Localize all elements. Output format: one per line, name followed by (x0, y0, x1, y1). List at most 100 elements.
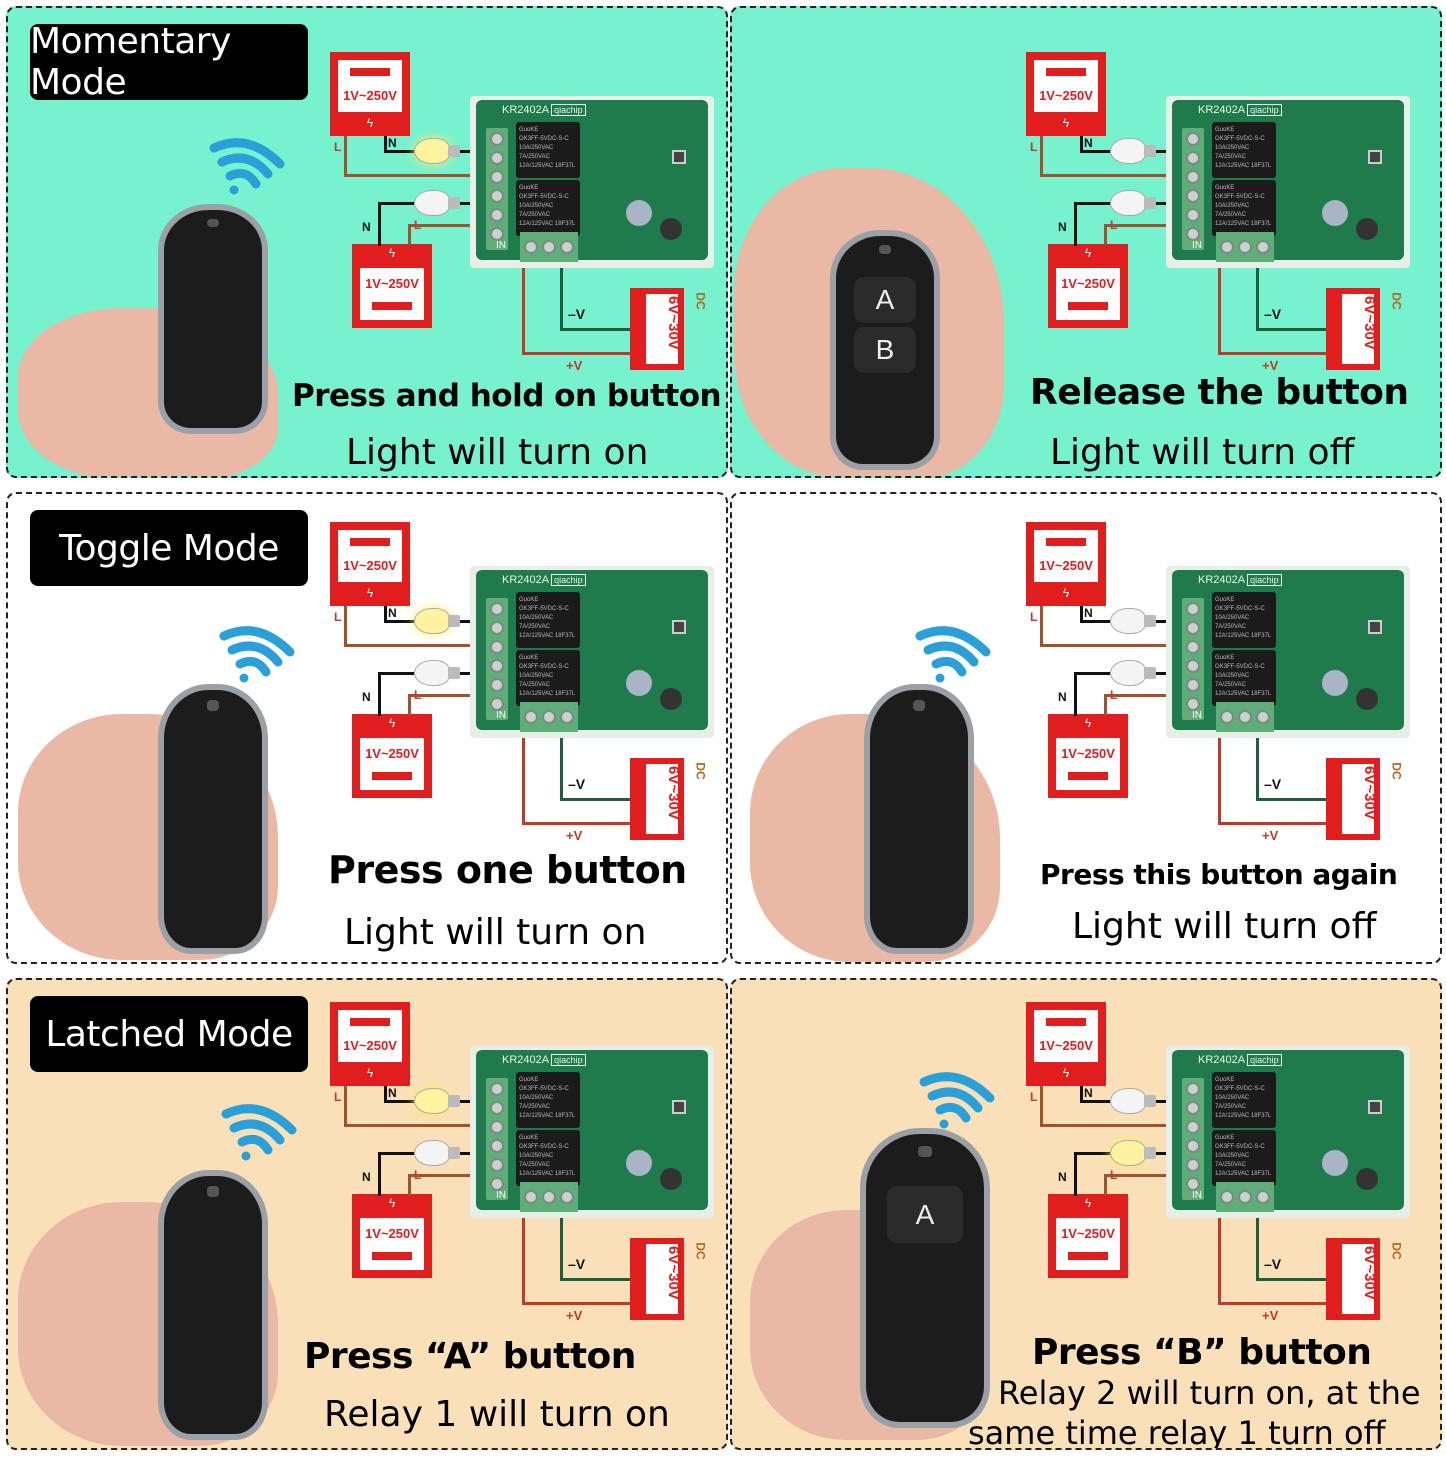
wiring-diagram: 1V~250V ϟ ϟ 1V~250V L N (330, 52, 726, 373)
lightning-icon: ϟ (388, 716, 396, 730)
dc-supply: 6V~30V (1326, 758, 1380, 840)
light-bulb-1-icon (414, 608, 450, 634)
dc-supply: 6V~30V (630, 1238, 684, 1320)
wifi-signal-icon (218, 614, 298, 684)
remote-control-photo (158, 684, 268, 954)
remote-control-photo (158, 1170, 268, 1440)
lightning-icon: ϟ (1062, 586, 1070, 600)
wiring-diagram: 1V~250V ϟ ϟ 1V~250V L N (1026, 1002, 1426, 1323)
ac-supply-1: 1V~250V ϟ (330, 1002, 410, 1086)
light-bulb-2-icon (1110, 660, 1146, 686)
light-bulb-1-icon (1110, 138, 1146, 164)
mode-panel-toggle-press: Toggle Mode 1V~250V ϟ ϟ 1V~250V (6, 492, 728, 964)
ac-supply-1: 1V~250V ϟ (1026, 52, 1106, 136)
remote-led-icon (207, 218, 219, 228)
lightning-icon: ϟ (1084, 1196, 1092, 1210)
instruction-headline: Press and hold on button (292, 378, 722, 414)
mode-title: Latched Mode (30, 996, 308, 1072)
instruction-headline: Press “B” button (1032, 1332, 1372, 1373)
wiring-diagram: 1V~250V ϟ ϟ 1V~250V L N (1026, 52, 1426, 373)
instruction-result-line2: same time relay 1 turn off (968, 1414, 1386, 1450)
light-bulb-1-icon (1110, 1088, 1146, 1114)
remote-control-photo (158, 204, 268, 434)
power-input-terminal (1216, 232, 1274, 262)
mode-panel-latched-b: A 1V~250V ϟ ϟ 1V~250V (730, 978, 1442, 1450)
remote-led-icon (917, 1145, 933, 1158)
lightning-icon: ϟ (366, 116, 374, 130)
wifi-signal-icon (918, 1060, 998, 1130)
mode-title: Toggle Mode (30, 510, 308, 586)
instruction-result: Light will turn off (1050, 432, 1355, 473)
remote-control-photo: A (860, 1128, 990, 1428)
output-terminal-block (486, 1078, 508, 1200)
ac-supply-2: ϟ 1V~250V (1048, 244, 1128, 328)
wifi-signal-icon (914, 614, 994, 684)
ac-supply-1: 1V~250V ϟ (330, 52, 410, 136)
ac-supply-2: ϟ 1V~250V (352, 244, 432, 328)
lightning-icon: ϟ (1062, 116, 1070, 130)
dc-supply: 6V~30V (630, 758, 684, 840)
output-terminal-block (486, 598, 508, 720)
wiring-diagram: 1V~250V ϟ ϟ 1V~250V L N (330, 1002, 726, 1323)
lightning-icon: ϟ (366, 1066, 374, 1080)
power-input-terminal (1216, 702, 1274, 732)
ac-supply-2: ϟ 1V~250V (1048, 714, 1128, 798)
output-terminal-block (1182, 598, 1204, 720)
mode-title: Momentary Mode (30, 21, 308, 103)
power-input-terminal (520, 232, 578, 262)
lightning-icon: ϟ (388, 246, 396, 260)
instruction-result: Relay 2 will turn on, at the (998, 1374, 1421, 1412)
light-bulb-1-icon (414, 138, 450, 164)
lightning-icon: ϟ (366, 586, 374, 600)
wiring-diagram: 1V~250V ϟ ϟ 1V~250V L N (330, 522, 726, 843)
dc-supply: 6V~30V (630, 288, 684, 370)
light-bulb-2-icon (1110, 190, 1146, 216)
dc-supply: 6V~30V (1326, 1238, 1380, 1320)
lightning-icon: ϟ (1084, 246, 1092, 260)
power-input-terminal (520, 1182, 578, 1212)
instruction-headline: Press this button again (1040, 858, 1398, 891)
remote-led-icon (879, 245, 891, 255)
light-bulb-2-icon (1110, 1140, 1146, 1166)
remote-led-icon (207, 1186, 219, 1197)
mode-panel-latched-a: Latched Mode 1V~250V ϟ ϟ 1V~250V (6, 978, 728, 1450)
instruction-headline: Release the button (1030, 372, 1409, 413)
dc-supply: 6V~30V (1326, 288, 1380, 370)
wifi-signal-icon (208, 126, 288, 196)
instruction-headline: Press one button (328, 848, 687, 892)
output-terminal-block (1182, 128, 1204, 250)
lightning-icon: ϟ (1084, 716, 1092, 730)
light-bulb-1-icon (414, 1088, 450, 1114)
wifi-signal-icon (220, 1092, 300, 1162)
ac-supply-2: ϟ 1V~250V (352, 1194, 432, 1278)
mode-panel-toggle-press-again: 1V~250V ϟ ϟ 1V~250V L N (730, 492, 1442, 964)
remote-control-photo (864, 684, 974, 954)
instruction-result: Light will turn on (344, 912, 647, 953)
ac-supply-2: ϟ 1V~250V (352, 714, 432, 798)
remote-button-a: A (853, 277, 917, 323)
remote-button-b: B (853, 327, 917, 373)
output-terminal-block (1182, 1078, 1204, 1200)
remote-led-icon (207, 700, 219, 711)
wiring-diagram: 1V~250V ϟ ϟ 1V~250V L N (1026, 522, 1426, 843)
instruction-result: Light will turn off (1072, 906, 1377, 947)
output-terminal-block (486, 128, 508, 250)
ac-supply-1: 1V~250V ϟ (1026, 522, 1106, 606)
